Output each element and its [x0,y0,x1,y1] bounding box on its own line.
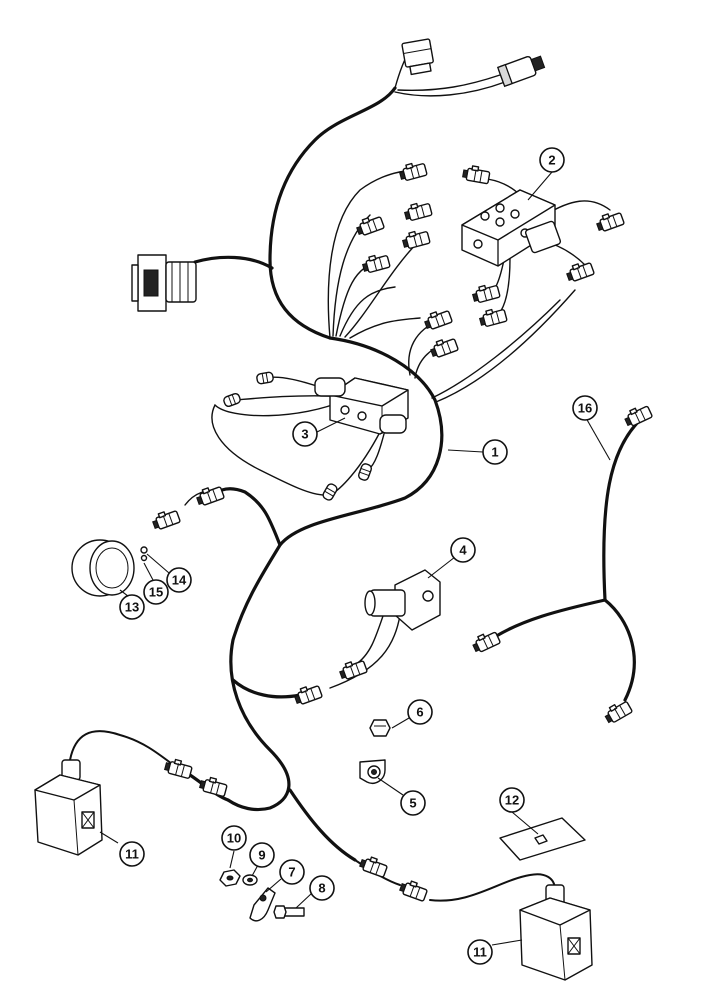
svg-text:7: 7 [288,865,295,880]
nut-10 [219,869,241,887]
svg-text:15: 15 [149,585,163,600]
svg-text:11: 11 [473,945,487,960]
clip-7 [249,887,276,922]
main-harness [193,86,444,862]
callout-2: 2 [539,147,565,173]
clamp-5 [359,759,386,784]
svg-text:8: 8 [318,881,325,896]
svg-text:16: 16 [578,401,592,416]
svg-text:11: 11 [125,847,139,862]
callout-6: 6 [407,699,433,725]
callout-3: 3 [292,421,318,447]
harness-16 [469,402,654,726]
callout-15: 15 [143,579,169,605]
svg-text:2: 2 [548,153,555,168]
left-connectors [150,483,226,532]
upper-connector-b [496,55,546,88]
callout-8: 8 [309,875,335,901]
callout-1: 1 [482,439,508,465]
callout-7: 7 [279,859,305,885]
callout-14: 14 [166,567,192,593]
plate-12 [499,817,586,861]
valve-block [461,189,562,267]
valve-wires [327,169,611,403]
callout-10: 10 [221,825,247,851]
callout-13: 13 [119,594,145,620]
svg-text:12: 12 [505,793,519,808]
svg-text:13: 13 [125,600,139,615]
callout-16: 16 [572,395,598,421]
solenoid-valve-3 [211,370,409,503]
upper-connector-a [401,38,434,76]
svg-text:5: 5 [409,796,416,811]
svg-text:10: 10 [227,831,241,846]
washer-9 [242,874,258,886]
svg-text:9: 9 [258,848,265,863]
sensor-left [34,730,230,856]
sensor-right [354,853,593,981]
callout-5: 5 [400,790,426,816]
svg-text:6: 6 [416,705,423,720]
callout-11-right: 11 [467,939,493,965]
top-connectors [394,38,546,97]
solenoid-4 [292,569,441,707]
svg-text:1: 1 [491,445,498,460]
callout-4: 4 [450,537,476,563]
leader-lines [99,171,611,946]
buzzer [71,539,148,597]
bracket-connector [131,254,197,312]
svg-text:3: 3 [301,427,308,442]
callout-12: 12 [499,787,525,813]
callout-11-left: 11 [119,841,145,867]
nut-6 [369,719,391,737]
svg-text:4: 4 [459,543,467,558]
bolt-8 [273,905,305,919]
callout-9: 9 [249,842,275,868]
svg-text:14: 14 [172,573,187,588]
